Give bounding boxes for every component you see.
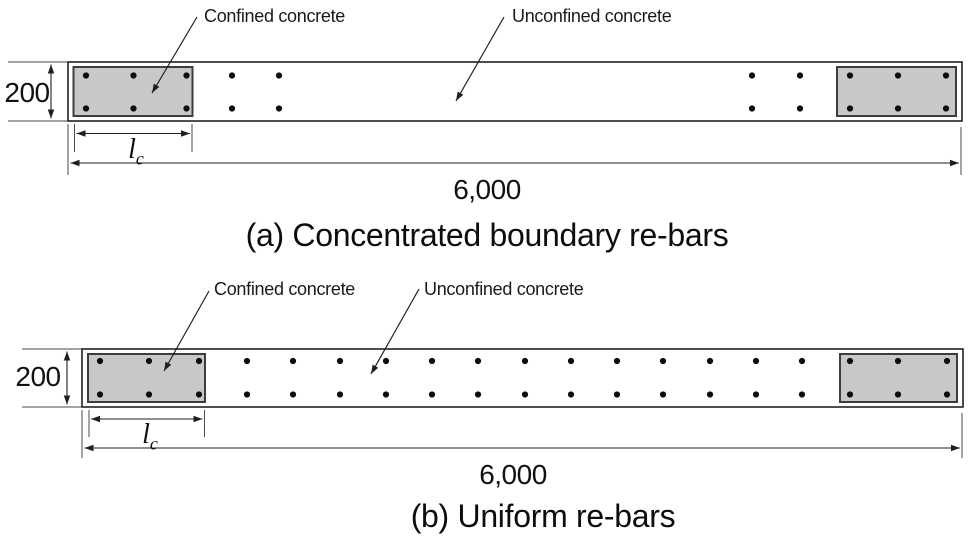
wall-length-dim-label-a: 6,000 — [453, 174, 521, 205]
leader-arrow-a-1 — [455, 16, 505, 102]
unconfined-concrete-label-b: Unconfined concrete — [424, 279, 584, 299]
rebar-dot — [275, 72, 283, 79]
rebar-dot — [846, 105, 854, 112]
rebar-dot — [243, 357, 251, 365]
rebar-dot — [96, 357, 104, 365]
lc-sub-a: c — [135, 148, 144, 169]
panel-caption-a: (a) Concentrated boundary re-bars — [245, 217, 729, 253]
rebar-dot — [894, 391, 902, 398]
rebar-dot — [82, 72, 90, 79]
rebar-dot — [275, 105, 283, 112]
rebar-dot — [846, 357, 854, 365]
rebar-dot — [228, 72, 236, 79]
rebar-dot — [243, 391, 251, 398]
rebar-dot — [289, 357, 297, 365]
wall-thickness-dim-label-b: 200 — [15, 361, 61, 392]
rebar-dot — [942, 72, 950, 79]
wall-section-a — [8, 16, 963, 175]
rebar-dot — [613, 391, 621, 398]
lc-base-b: l — [142, 419, 150, 450]
rebar-dot — [336, 357, 344, 365]
lc-sub-b: c — [149, 433, 158, 454]
rebar-dot — [894, 72, 902, 79]
rebar-dot — [942, 105, 950, 112]
rebar-dot — [521, 357, 529, 365]
rebar-dot — [659, 357, 667, 365]
rebar-dot — [336, 391, 344, 398]
rebar-dot — [567, 391, 575, 398]
rebar-dot — [382, 391, 390, 398]
rebar-dot — [428, 357, 436, 365]
rebar-dot — [474, 391, 482, 398]
rebar-dot — [798, 391, 806, 398]
rebar-dot — [894, 105, 902, 112]
rebar-dot — [567, 357, 575, 365]
panel-caption-b: (b) Uniform re-bars — [410, 498, 676, 534]
rebar-dot — [228, 105, 236, 112]
rebar-dot — [943, 391, 951, 398]
wall-length-dim-label-b: 6,000 — [479, 459, 547, 490]
rebar-dot — [752, 391, 760, 398]
rebar-dot — [748, 105, 756, 112]
rebar-dot — [183, 72, 190, 79]
rebar-dot — [521, 391, 529, 398]
wall-outline-a — [67, 61, 963, 122]
rebar-dot — [943, 357, 951, 365]
rebar-dot — [748, 72, 756, 79]
rebar-dot — [195, 391, 203, 398]
wall-thickness-dim-label-a: 200 — [4, 77, 50, 108]
rebar-dot — [752, 357, 760, 365]
confined-concrete-label-b: Confined concrete — [214, 279, 355, 299]
rebar-dot — [145, 357, 153, 365]
confined-length-symbol-a: lc — [106, 135, 166, 168]
rebar-dot — [183, 105, 190, 112]
rebar-dot — [382, 357, 390, 365]
rebar-dot — [796, 105, 804, 112]
rebar-dot — [474, 357, 482, 365]
rebar-dot — [846, 72, 854, 79]
leader-arrow-a-0 — [151, 16, 198, 94]
rebar-dot — [428, 391, 436, 398]
rebar-dot — [706, 357, 714, 365]
rebar-dot — [659, 391, 667, 398]
confined-concrete-label-a: Confined concrete — [204, 6, 345, 26]
rebar-dot — [96, 391, 104, 398]
confined-length-symbol-b: lc — [120, 420, 180, 453]
wall-outline-b — [81, 348, 964, 408]
rebar-dot — [195, 357, 203, 365]
leader-arrow-b-1 — [370, 288, 420, 375]
rebar-dot — [798, 357, 806, 365]
rebar-dot — [846, 391, 854, 398]
rebar-dot — [145, 391, 153, 398]
rebar-dot — [82, 105, 90, 112]
unconfined-concrete-label-a: Unconfined concrete — [512, 6, 672, 26]
rebar-dot — [796, 72, 804, 79]
lc-base-a: l — [128, 134, 136, 165]
rebar-dot — [289, 391, 297, 398]
rebar-dot — [613, 357, 621, 365]
rebar-dot — [706, 391, 714, 398]
rebar-dot — [130, 72, 137, 79]
rebar-dot — [130, 105, 137, 112]
rebar-dot — [894, 357, 902, 365]
wall-section-b — [22, 288, 964, 458]
leader-arrow-b-0 — [163, 290, 210, 372]
